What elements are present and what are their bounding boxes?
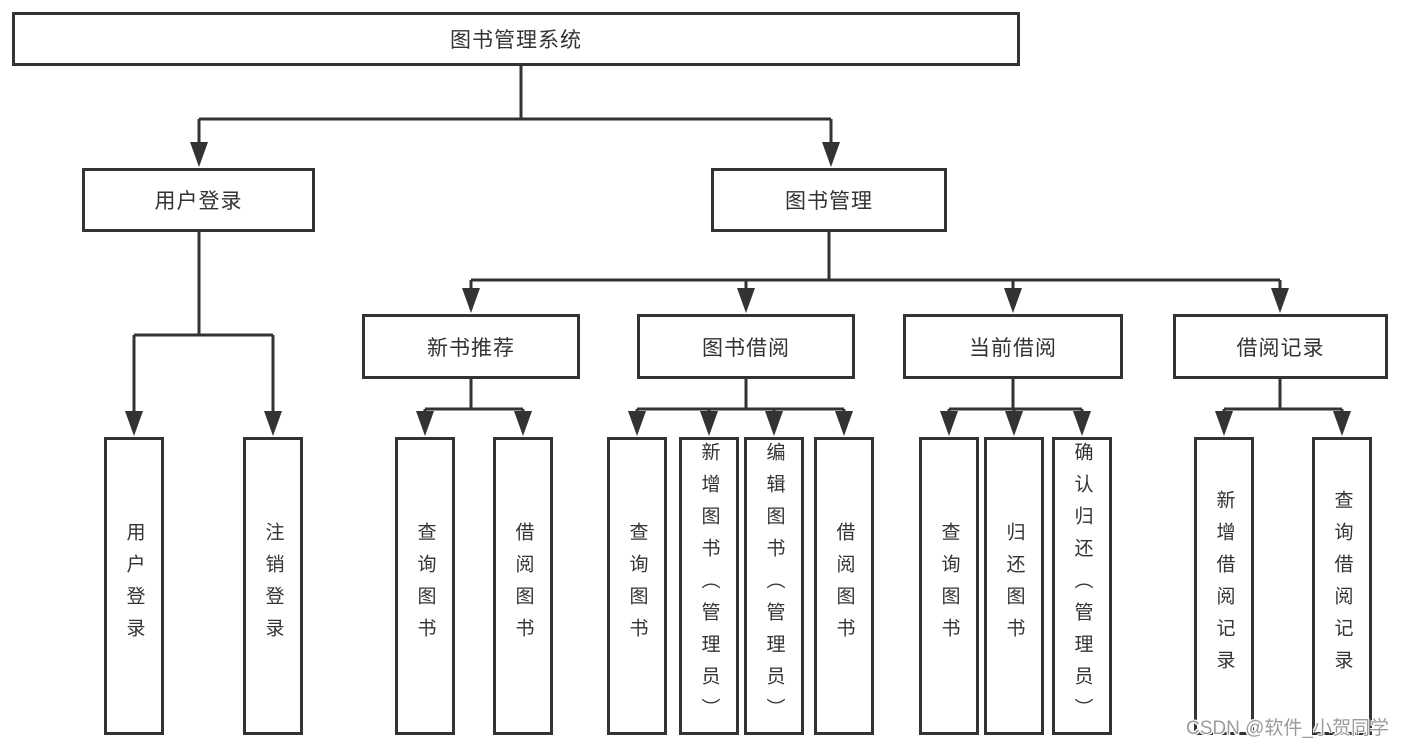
node-book-borrow: 图书借阅 bbox=[637, 314, 855, 379]
leaf-search-book-borrow: 查询图书 bbox=[607, 437, 667, 735]
leaf-add-book-admin-label: 新增图书（管理员） bbox=[698, 442, 720, 730]
leaf-borrow-book: 借阅图书 bbox=[814, 437, 874, 735]
leaf-search-book-current-label: 查询图书 bbox=[938, 522, 960, 650]
leaf-confirm-return-admin-label: 确认归还（管理员） bbox=[1071, 442, 1093, 730]
leaf-add-borrow-record: 新增借阅记录 bbox=[1194, 437, 1254, 735]
node-root-system: 图书管理系统 bbox=[12, 12, 1020, 66]
node-borrow-record: 借阅记录 bbox=[1173, 314, 1388, 379]
leaf-user-login-label: 用户登录 bbox=[123, 522, 145, 650]
leaf-logout: 注销登录 bbox=[243, 437, 303, 735]
leaf-edit-book-admin-label: 编辑图书（管理员） bbox=[763, 442, 785, 730]
leaf-search-borrow-record-label: 查询借阅记录 bbox=[1331, 490, 1353, 682]
leaf-search-book-recommend-label: 查询图书 bbox=[414, 522, 436, 650]
node-current-borrow-label: 当前借阅 bbox=[969, 336, 1057, 360]
leaf-confirm-return-admin: 确认归还（管理员） bbox=[1052, 437, 1112, 735]
leaf-search-book-recommend: 查询图书 bbox=[395, 437, 455, 735]
leaf-borrow-book-recommend: 借阅图书 bbox=[493, 437, 553, 735]
leaf-edit-book-admin: 编辑图书（管理员） bbox=[744, 437, 804, 735]
node-user-login-label: 用户登录 bbox=[154, 190, 243, 213]
leaf-return-book-label: 归还图书 bbox=[1003, 522, 1025, 650]
leaf-search-book-current: 查询图书 bbox=[919, 437, 979, 735]
node-current-borrow: 当前借阅 bbox=[903, 314, 1123, 379]
leaf-user-login: 用户登录 bbox=[104, 437, 164, 735]
arrowheads bbox=[125, 142, 1351, 436]
leaf-search-book-borrow-label: 查询图书 bbox=[626, 522, 648, 650]
node-book-management: 图书管理 bbox=[711, 168, 947, 232]
leaf-borrow-book-recommend-label: 借阅图书 bbox=[512, 522, 534, 650]
node-new-book-recommend: 新书推荐 bbox=[362, 314, 580, 379]
csdn-watermark: CSDN @软件_小贺同学 bbox=[1186, 718, 1389, 739]
node-book-borrow-label: 图书借阅 bbox=[702, 336, 790, 360]
node-root-label: 图书管理系统 bbox=[450, 29, 582, 52]
leaf-logout-label: 注销登录 bbox=[262, 522, 284, 650]
leaf-add-borrow-record-label: 新增借阅记录 bbox=[1213, 490, 1235, 682]
node-borrow-record-label: 借阅记录 bbox=[1236, 336, 1325, 360]
leaf-search-borrow-record: 查询借阅记录 bbox=[1312, 437, 1372, 735]
leaf-borrow-book-label: 借阅图书 bbox=[833, 522, 855, 650]
leaf-add-book-admin: 新增图书（管理员） bbox=[679, 437, 739, 735]
node-new-book-recommend-label: 新书推荐 bbox=[427, 336, 515, 360]
node-user-login: 用户登录 bbox=[82, 168, 315, 232]
leaf-return-book: 归还图书 bbox=[984, 437, 1044, 735]
node-book-management-label: 图书管理 bbox=[785, 190, 873, 213]
